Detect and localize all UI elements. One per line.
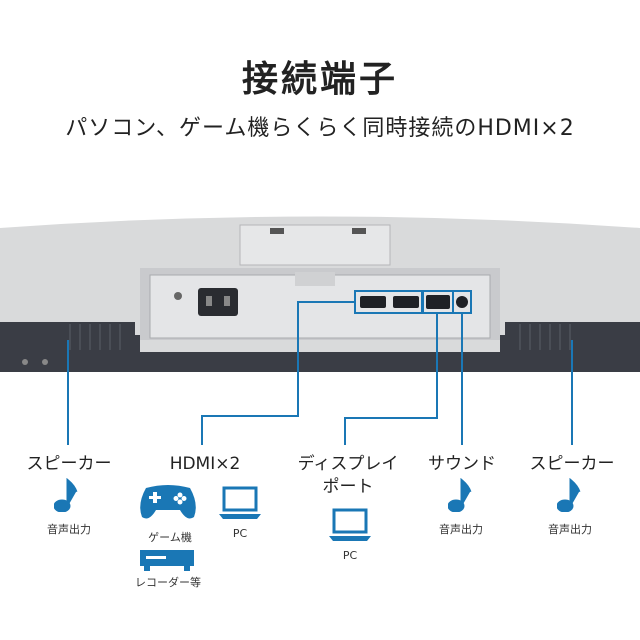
laptop-icon (219, 486, 261, 519)
monitor-rear-illustration (0, 216, 640, 372)
music-note-icon (448, 478, 472, 512)
power-socket (198, 288, 238, 316)
music-note-icon (557, 478, 581, 512)
monitor-bottom-edge (0, 335, 640, 372)
audio-jack (456, 296, 468, 308)
hdmi-port-1 (360, 296, 386, 308)
speaker-left-label: スピーカー (26, 454, 112, 474)
music-note-icon (54, 478, 78, 512)
displayport-port (426, 295, 450, 309)
speaker-left-sub: 音声出力 (47, 523, 91, 536)
hdmi-device-recorder-label: レコーダー等 (135, 576, 201, 589)
hdmi-label: HDMI×2 (169, 454, 241, 474)
displayport-label-line1: ディスプレイ (297, 454, 399, 474)
displayport-label-line2: ポート (322, 477, 374, 497)
recorder-icon (140, 550, 194, 571)
sound-sub: 音声出力 (439, 523, 483, 536)
page-title: 接続端子 (241, 59, 398, 100)
laptop-icon (329, 508, 371, 541)
speaker-right-label: スピーカー (529, 454, 615, 474)
page-subtitle: パソコン、ゲーム機らくらく同時接続のHDMI×2 (65, 116, 575, 141)
hdmi-device-pc-label: PC (232, 527, 248, 540)
displayport-sub: PC (342, 549, 358, 562)
sound-label: サウンド (428, 454, 496, 474)
speaker-right-sub: 音声出力 (548, 523, 592, 536)
hdmi-port-2 (393, 296, 419, 308)
gamepad-icon (140, 485, 196, 519)
hdmi-device-gamepad-label: ゲーム機 (148, 531, 192, 544)
